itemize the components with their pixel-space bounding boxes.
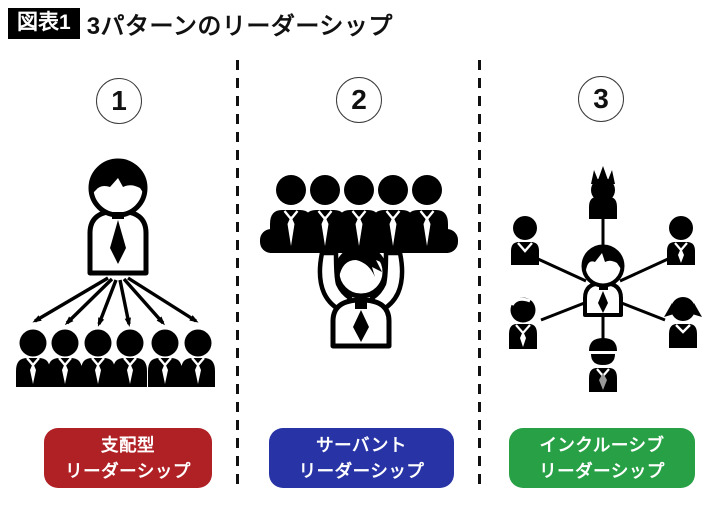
- team-row-icon: [260, 175, 458, 253]
- pattern-number-circle-1: 1: [96, 78, 142, 124]
- member-pigtails-icon: [664, 297, 702, 348]
- follower-icon: [181, 329, 215, 387]
- member-cap-icon: [589, 338, 617, 392]
- member-tie-icon: [667, 216, 695, 265]
- figure-number-badge: 図表1: [8, 8, 80, 39]
- label-line2: リーダーシップ: [65, 461, 191, 481]
- follower-icon: [16, 329, 50, 387]
- pattern-number-circle-3: 3: [578, 76, 624, 122]
- follower-icon: [48, 329, 82, 387]
- page-title: 3パターンのリーダーシップ: [86, 13, 393, 40]
- team-ties: [283, 210, 435, 246]
- label-box-dominant: 支配型 リーダーシップ: [44, 428, 212, 488]
- member-spiky-hair-icon: [589, 166, 617, 219]
- network-lines: [537, 218, 669, 339]
- inclusive-leadership-illustration: [509, 166, 702, 392]
- leader-figure-icon: [87, 158, 149, 276]
- member-collar-icon: [511, 216, 539, 265]
- member-parted-hair-icon: [509, 297, 537, 349]
- label-line2: リーダーシップ: [539, 461, 665, 481]
- dominant-leadership-illustration: [16, 158, 215, 387]
- label-box-servant: サーバント リーダーシップ: [269, 428, 454, 488]
- header: 図表1 3パターンのリーダーシップ: [8, 6, 393, 41]
- label-line1: 支配型: [101, 434, 155, 455]
- label-line2: リーダーシップ: [298, 461, 425, 481]
- pattern-number-circle-2: 2: [336, 77, 382, 123]
- label-line1: サーバント: [316, 434, 407, 455]
- follower-icon: [81, 329, 115, 387]
- label-box-inclusive: インクルーシブ リーダーシップ: [509, 428, 695, 488]
- follower-icon: [113, 329, 147, 387]
- column-divider-right: [478, 60, 481, 492]
- delegation-arrows-icon: [32, 276, 199, 327]
- servant-leadership-illustration: [260, 175, 458, 349]
- column-divider-left: [236, 60, 239, 492]
- servant-leader-icon: [317, 245, 405, 349]
- label-line1: インクルーシブ: [539, 434, 665, 455]
- inclusive-leader-icon: [581, 244, 625, 317]
- follower-icon: [148, 329, 182, 387]
- follower-row-icon: [16, 329, 215, 387]
